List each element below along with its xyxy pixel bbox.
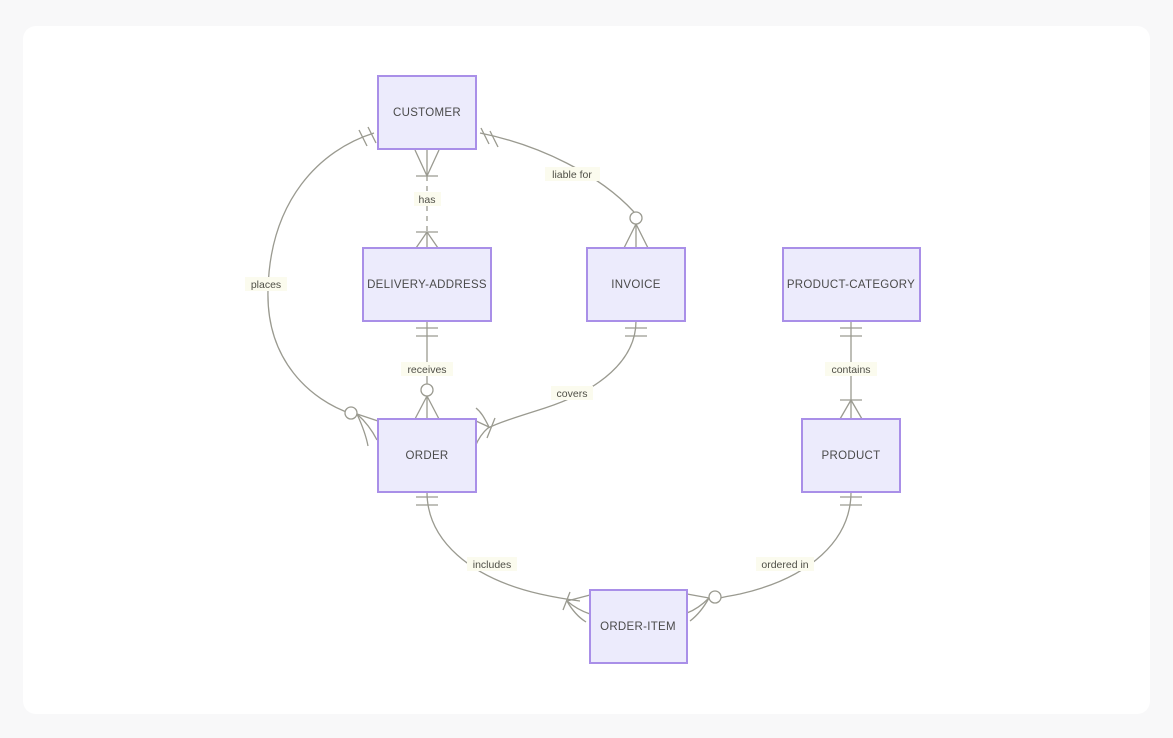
relationship-includes-label: includes — [473, 559, 512, 571]
entity-product[interactable]: PRODUCT — [801, 418, 901, 493]
relationship-includes-label-bg — [467, 557, 517, 571]
relationship-has-label: has — [419, 194, 436, 206]
entity-product-category-box[interactable] — [782, 247, 921, 322]
relationship-has[interactable]: has — [414, 149, 441, 249]
relationship-receives-label-bg — [401, 362, 453, 376]
relationship-contains-label-bg — [825, 362, 877, 376]
cardinality-one-or-many — [562, 591, 591, 623]
relationship-liable-for-label: liable for — [552, 169, 592, 181]
entity-invoice-label: INVOICE — [611, 279, 660, 291]
entity-delivery-address[interactable]: DELIVERY-ADDRESS — [362, 247, 492, 322]
relationship-places-label: places — [251, 279, 281, 291]
relationship-places-line — [267, 132, 375, 415]
cardinality-zero-or-many — [623, 211, 649, 249]
cardinality-one-and-only-one — [358, 126, 377, 147]
relationship-ordered-in-label: ordered in — [761, 559, 808, 571]
relationship-includes[interactable]: includes — [416, 491, 591, 623]
relationship-covers-label-bg — [551, 386, 593, 400]
relationship-places-label-bg — [245, 277, 287, 291]
cardinality-one-and-only-one — [840, 496, 862, 506]
cardinality-one-and-only-one — [416, 496, 438, 506]
cardinality-one-and-only-one — [480, 127, 499, 148]
cardinality-one-or-many — [474, 407, 496, 448]
entity-invoice-box[interactable] — [586, 247, 686, 322]
entity-order-item-box[interactable] — [589, 589, 688, 664]
diagram-card — [23, 26, 1150, 714]
relationship-ordered-in-label-bg — [756, 557, 814, 571]
entity-customer[interactable]: CUSTOMER — [377, 75, 477, 150]
entity-product-category[interactable]: PRODUCT-CATEGORY — [782, 247, 921, 322]
entity-order[interactable]: ORDER — [377, 418, 477, 493]
entity-product-category-label: PRODUCT-CATEGORY — [787, 279, 915, 291]
relationship-liable-for[interactable]: liable for — [479, 127, 649, 249]
relationship-includes-line — [426, 491, 581, 602]
entity-product-label: PRODUCT — [822, 450, 881, 462]
relationship-liable-for-label-bg — [545, 167, 600, 181]
cardinality-zero-or-many — [414, 383, 440, 420]
relationship-has-label-bg — [414, 192, 441, 206]
cardinality-one-and-only-one — [625, 327, 647, 337]
entity-order-box[interactable] — [377, 418, 477, 493]
relationship-places[interactable]: places — [245, 126, 379, 447]
entity-order-label: ORDER — [405, 450, 448, 462]
entity-customer-label: CUSTOMER — [393, 107, 461, 119]
entity-delivery-address-box[interactable] — [362, 247, 492, 322]
relationship-receives-label: receives — [407, 364, 446, 376]
relationship-liable-for-line — [479, 132, 635, 213]
relationship-covers[interactable]: covers — [474, 320, 647, 448]
relationship-ordered-in[interactable]: ordered in — [686, 491, 862, 622]
cardinality-zero-or-many — [344, 406, 379, 447]
entity-product-box[interactable] — [801, 418, 901, 493]
relationship-contains[interactable]: contains — [825, 321, 877, 420]
cardinality-one-and-only-one — [840, 327, 862, 337]
relationship-covers-label: covers — [557, 388, 588, 400]
relationship-covers-line — [487, 320, 637, 429]
cardinality-one-or-many — [839, 399, 863, 420]
relationship-contains-label: contains — [831, 364, 870, 376]
cardinality-one-or-many-delivery-side — [415, 231, 439, 249]
entity-invoice[interactable]: INVOICE — [586, 247, 686, 322]
cardinality-many-customer-side — [414, 149, 440, 177]
cardinality-one-and-only-one — [416, 327, 438, 337]
entity-order-item-label: ORDER-ITEM — [600, 621, 676, 633]
entity-delivery-address-label: DELIVERY-ADDRESS — [367, 279, 487, 291]
relationship-receives[interactable]: receives — [401, 321, 453, 420]
cardinality-zero-or-many — [686, 590, 722, 622]
entity-customer-box[interactable] — [377, 75, 477, 150]
entity-order-item[interactable]: ORDER-ITEM — [589, 589, 688, 664]
relationship-ordered-in-line — [719, 491, 852, 599]
